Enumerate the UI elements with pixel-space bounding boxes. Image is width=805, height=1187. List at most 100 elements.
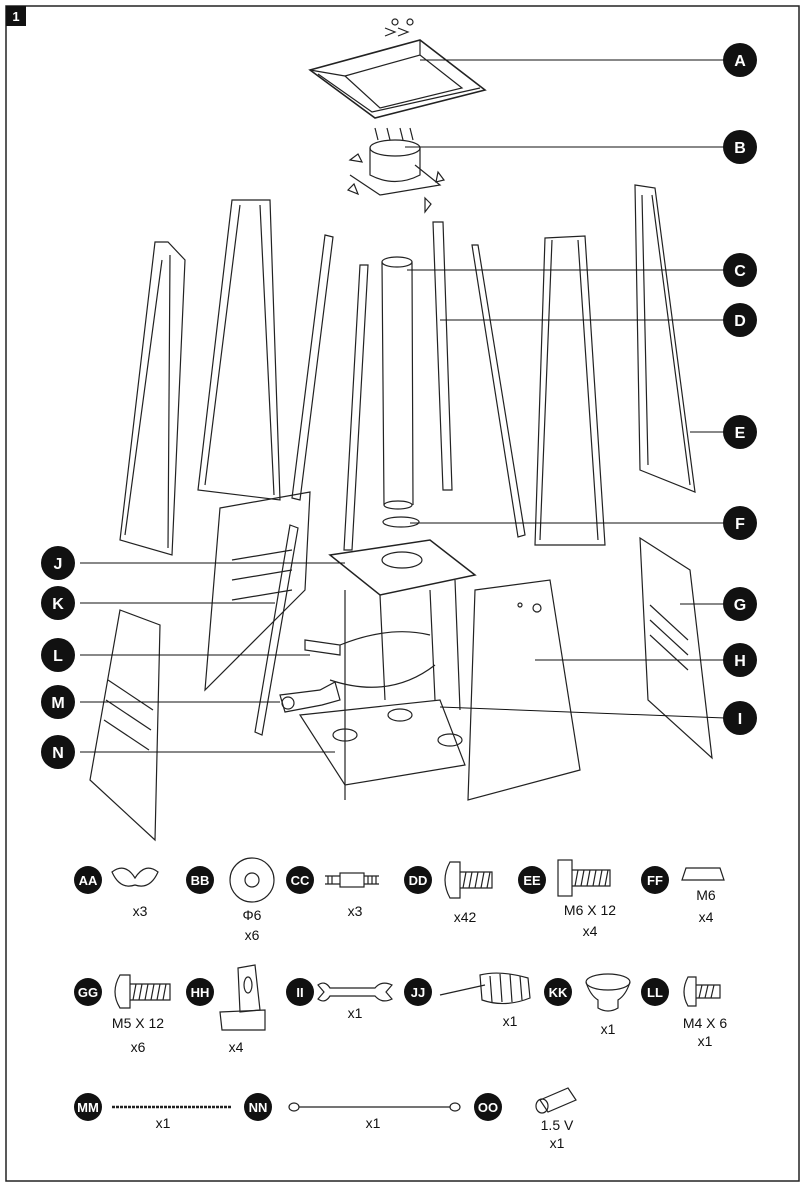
- callout-label: I: [738, 711, 742, 728]
- callout-j: J: [41, 546, 75, 580]
- battery-icon: [535, 1087, 577, 1114]
- callout-d: D: [723, 303, 757, 337]
- callout-label: G: [734, 597, 746, 614]
- side-panel-g: [639, 536, 713, 760]
- hardware-badge-circle: [186, 978, 214, 1006]
- callout-circle: [723, 506, 757, 540]
- hardware-size: M6 X 12: [564, 902, 616, 918]
- post-part-j: [254, 524, 299, 736]
- exploded-view: [89, 18, 713, 842]
- callout-label: F: [735, 516, 745, 533]
- hardware-badge-nn: NN: [244, 1093, 272, 1121]
- page-frame: [5, 5, 800, 1182]
- grill-panel-left: [197, 199, 281, 501]
- wing-nut-icon: [111, 867, 159, 887]
- callout-circle: [723, 587, 757, 621]
- callout-circle: [41, 638, 75, 672]
- hardware-badges: AA BB CC DD EE FF GG HH II JJ KK LL MM NN OO: [74, 866, 669, 1121]
- top-screws: [384, 18, 414, 37]
- callout-e: E: [723, 415, 757, 449]
- hardware-tag: AA: [79, 873, 98, 888]
- hardware-tag: EE: [523, 873, 541, 888]
- hardware-tag: CC: [291, 873, 310, 888]
- callout-circle: [723, 43, 757, 77]
- callout-circle: [723, 303, 757, 337]
- callout-i: I: [723, 701, 757, 735]
- bracket-part-l: [304, 639, 341, 656]
- step-number-badge: 1: [6, 6, 26, 26]
- callout-label: N: [52, 745, 64, 762]
- hardware-badge-gg: GG: [74, 978, 102, 1006]
- hardware-badge-kk: KK: [544, 978, 572, 1006]
- hardware-tag: OO: [478, 1100, 498, 1115]
- hardware-quantity: x1: [348, 1005, 363, 1021]
- hardware-size: Φ6: [243, 907, 262, 923]
- hardware-badge-bb: BB: [186, 866, 214, 894]
- callout-label: E: [735, 425, 746, 442]
- hardware-badge-circle: [74, 978, 102, 1006]
- callout-h: H: [723, 643, 757, 677]
- hardware-tag: HH: [191, 985, 210, 1000]
- hardware-quantity: x4: [583, 923, 598, 939]
- hardware-tag: LL: [647, 985, 663, 1000]
- burner-part-b: [346, 127, 446, 214]
- small-screw-icon: [683, 976, 721, 1007]
- callout-k: K: [41, 586, 75, 620]
- callout-f: F: [723, 506, 757, 540]
- hex-nut-icon: [681, 867, 725, 881]
- support-posts-d: [291, 221, 526, 551]
- hardware-badge-circle: [641, 978, 669, 1006]
- callout-circle: [41, 685, 75, 719]
- callout-label: C: [734, 263, 746, 280]
- callout-circle: [41, 586, 75, 620]
- callout-label: D: [734, 313, 746, 330]
- glass-tube-part-c: [381, 256, 414, 510]
- hardware-badge-ff: FF: [641, 866, 669, 894]
- hardware-badge-circle: [544, 978, 572, 1006]
- ring-part-f: [382, 516, 420, 528]
- hardware-badge-ee: EE: [518, 866, 546, 894]
- callout-m: M: [41, 685, 75, 719]
- regulator-part-m: [279, 681, 341, 713]
- pan-head-screw-icon: [444, 861, 493, 899]
- hardware-badge-circle: [186, 866, 214, 894]
- hardware-badge-ll: LL: [641, 978, 669, 1006]
- hardware-badge-mm: MM: [74, 1093, 102, 1121]
- callout-a: A: [723, 43, 757, 77]
- hardware-badge-circle: [74, 1093, 102, 1121]
- hardware-size: M4 X 6: [683, 1015, 728, 1031]
- hardware-quantity: x3: [348, 903, 363, 919]
- hardware-badge-circle: [244, 1093, 272, 1121]
- hardware-badge-circle: [474, 1093, 502, 1121]
- control-knob-icon: [585, 973, 631, 1012]
- tank-frame: [298, 539, 477, 800]
- hex-bolt-icon: [557, 859, 611, 897]
- rear-panel-k: [204, 491, 311, 692]
- hardware-tag: NN: [249, 1100, 268, 1115]
- hardware-tag: FF: [647, 873, 663, 888]
- hardware-badge-dd: DD: [404, 866, 432, 894]
- hardware-badge-circle: [286, 978, 314, 1006]
- hardware-size: 1.5 V: [541, 1117, 574, 1133]
- callout-l: L: [41, 638, 75, 672]
- hardware-badge-jj: JJ: [404, 978, 432, 1006]
- hardware-quantity: x6: [245, 927, 260, 943]
- machine-screw-icon: [114, 974, 171, 1009]
- callout-label: B: [734, 140, 746, 157]
- mounting-bracket-icon: [219, 964, 266, 1031]
- callout-circle: [723, 253, 757, 287]
- hardware-badge-cc: CC: [286, 866, 314, 894]
- hardware-quantity: x1: [698, 1033, 713, 1049]
- callout-label: H: [734, 653, 746, 670]
- step-number: 1: [12, 9, 19, 24]
- hardware-badge-circle: [641, 866, 669, 894]
- callout-g: G: [723, 587, 757, 621]
- hardware-tag: DD: [409, 873, 428, 888]
- callout-circle: [723, 130, 757, 164]
- hardware-tag: II: [296, 985, 303, 1000]
- hardware-badge-circle: [74, 866, 102, 894]
- hardware-quantity: x1: [503, 1013, 518, 1029]
- hardware-badge-circle: [404, 978, 432, 1006]
